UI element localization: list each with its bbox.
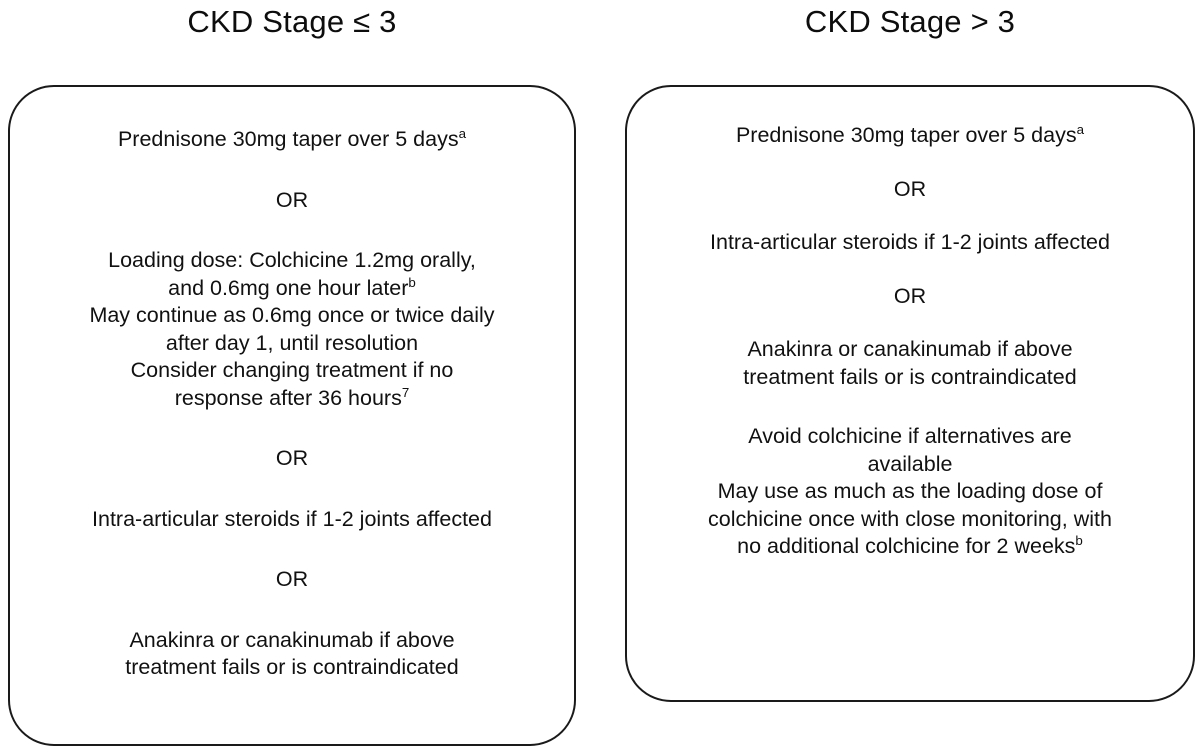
column-title-ckd-stage-gt-3: CKD Stage > 3 bbox=[804, 4, 1016, 39]
option-line-wrap: and 0.6mg one hour laterb bbox=[36, 275, 548, 303]
option-prednisone-right: Prednisone 30mg taper over 5 daysa bbox=[627, 122, 1193, 150]
option-line: colchicine once with close monitoring, w… bbox=[708, 506, 1112, 531]
option-prednisone-left: Prednisone 30mg taper over 5 daysa bbox=[10, 126, 574, 154]
superscript-marker: a bbox=[1076, 121, 1085, 137]
superscript-marker: b bbox=[408, 274, 416, 290]
column-title-ckd-stage-le-3: CKD Stage ≤ 3 bbox=[187, 4, 397, 39]
option-colchicine-left: Loading dose: Colchicine 1.2mg orally, a… bbox=[10, 247, 574, 412]
option-line: Intra-articular steroids if 1-2 joints a… bbox=[710, 230, 1110, 254]
option-line: treatment fails or is contraindicated bbox=[125, 655, 459, 679]
option-line: Anakinra or canakinumab if above bbox=[747, 337, 1073, 361]
option-line: Anakinra or canakinumab if above bbox=[129, 627, 455, 652]
option-line: Prednisone 30mg taper over 5 days bbox=[735, 123, 1077, 147]
option-intra-articular-steroids-left: Intra-articular steroids if 1-2 joints a… bbox=[10, 506, 574, 534]
option-intra-articular-steroids-right: Intra-articular steroids if 1-2 joints a… bbox=[627, 229, 1193, 257]
option-line-wrap: no additional colchicine for 2 weeksb bbox=[653, 533, 1167, 561]
option-line: Loading dose: Colchicine 1.2mg orally, bbox=[108, 248, 476, 272]
option-anakinra-canakinumab-left: Anakinra or canakinumab if above treatme… bbox=[10, 627, 574, 682]
or-separator-2-right: OR bbox=[893, 283, 927, 308]
panel-body-right: Prednisone 30mg taper over 5 daysa OR In… bbox=[627, 122, 1193, 561]
option-line: and 0.6mg one hour later bbox=[168, 275, 409, 300]
or-separator-1-right: OR bbox=[893, 176, 927, 201]
or-separator-1-left: OR bbox=[275, 187, 309, 212]
option-colchicine-caution-right: Avoid colchicine if alternatives are ava… bbox=[627, 423, 1193, 561]
panel-body-left: Prednisone 30mg taper over 5 daysa OR Lo… bbox=[10, 126, 574, 682]
option-line: response after 36 hours bbox=[174, 385, 402, 410]
panel-ckd-stage-le-3: Prednisone 30mg taper over 5 daysa OR Lo… bbox=[8, 85, 576, 746]
option-line: no additional colchicine for 2 weeks bbox=[737, 534, 1076, 558]
option-anakinra-canakinumab-right: Anakinra or canakinumab if above treatme… bbox=[627, 336, 1193, 391]
or-separator-3-left: OR bbox=[275, 567, 309, 591]
option-line: Avoid colchicine if alternatives are bbox=[748, 424, 1072, 448]
option-line: May continue as 0.6mg once or twice dail… bbox=[89, 303, 495, 327]
option-line: Prednisone 30mg taper over 5 days bbox=[117, 127, 459, 151]
or-separator-2-left: OR bbox=[275, 446, 309, 470]
option-line: after day 1, until resolution bbox=[165, 330, 419, 355]
superscript-citation: 7 bbox=[401, 384, 410, 400]
option-line: available bbox=[867, 451, 953, 476]
option-line: Intra-articular steroids if 1-2 joints a… bbox=[92, 506, 492, 531]
option-line: May use as much as the loading dose of bbox=[717, 479, 1103, 503]
panel-ckd-stage-gt-3: Prednisone 30mg taper over 5 daysa OR In… bbox=[625, 85, 1195, 702]
option-line-wrap: response after 36 hours7 bbox=[36, 385, 548, 413]
superscript-marker: b bbox=[1075, 532, 1083, 548]
option-line: Consider changing treatment if no bbox=[130, 358, 454, 382]
superscript-marker: a bbox=[458, 125, 467, 141]
option-line: treatment fails or is contraindicated bbox=[743, 364, 1077, 389]
